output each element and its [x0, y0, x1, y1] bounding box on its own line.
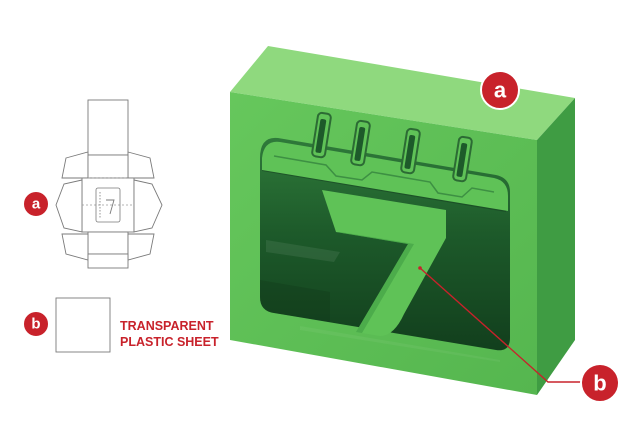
- badge-b-large-label: b: [593, 371, 606, 396]
- badge-a-large: a: [480, 70, 520, 110]
- box-3d: [230, 46, 575, 395]
- dieline-bottom-strip: [87, 231, 129, 255]
- dieline-right-panel: [133, 179, 163, 233]
- dieline-top-strip: [87, 154, 129, 179]
- dieline-template: [55, 99, 163, 269]
- badge-b-small-label: b: [31, 316, 40, 333]
- badge-a-large-label: a: [494, 78, 507, 103]
- dieline-bottom-panel: [87, 253, 129, 269]
- calendar-window: [260, 111, 510, 362]
- box-side-face: [537, 98, 575, 395]
- badge-a-small-label: a: [32, 196, 41, 213]
- leader-line-b: [419, 267, 588, 383]
- dieline-top-panel: [87, 99, 129, 156]
- badge-b-large: b: [580, 363, 620, 403]
- badge-a-small: a: [22, 190, 50, 218]
- badge-b-small: b: [22, 310, 50, 338]
- calendar-numeral-seven: [322, 190, 446, 336]
- sheet-label-line1: TRANSPARENT: [120, 319, 214, 333]
- dieline-bottom-flaps: [61, 233, 155, 261]
- dieline-calendar-window: [95, 187, 121, 223]
- sheet-label-line2: PLASTIC SHEET: [120, 335, 219, 349]
- box-top-face: [230, 46, 575, 140]
- plastic-sheet-template: [55, 297, 111, 353]
- dieline-left-panel: [55, 179, 83, 233]
